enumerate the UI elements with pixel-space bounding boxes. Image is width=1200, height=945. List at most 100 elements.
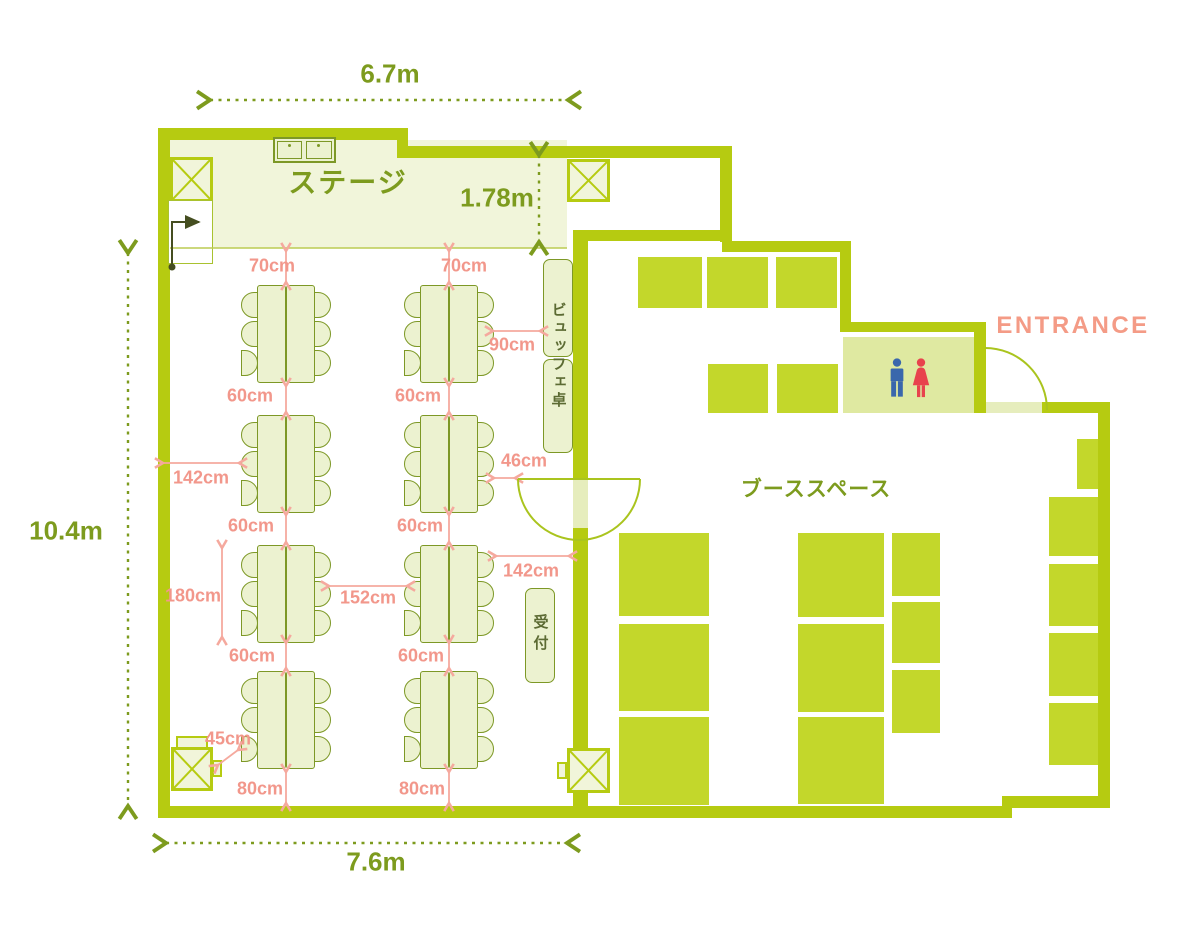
clearance-60cm-label: 60cm xyxy=(394,385,442,406)
booth-table xyxy=(1077,439,1098,489)
booth-table xyxy=(707,257,768,308)
booth-space-label: ブーススペース xyxy=(740,478,892,501)
wall-segment xyxy=(397,128,408,158)
chair xyxy=(477,552,494,578)
clearance-60cm-label: 60cm xyxy=(227,515,275,536)
sink-faucet-dot xyxy=(317,144,320,147)
booth-table xyxy=(892,602,940,663)
buffet-table-lower xyxy=(543,359,573,453)
pillar-cap xyxy=(176,736,208,749)
chair xyxy=(477,678,494,704)
chair xyxy=(404,552,421,578)
wall-segment xyxy=(840,241,851,332)
chair xyxy=(477,480,494,506)
chair xyxy=(241,678,258,704)
chair xyxy=(404,292,421,318)
clearance-152cm-label: 152cm xyxy=(339,587,397,608)
booth-table xyxy=(1049,497,1098,556)
pillar-tab xyxy=(557,762,567,779)
buffet-table-upper xyxy=(543,259,573,357)
chair xyxy=(314,321,331,347)
stage-label: ステージ xyxy=(288,167,408,198)
booth-table xyxy=(638,257,702,308)
chair xyxy=(404,707,421,733)
chair xyxy=(404,581,421,607)
booth-table xyxy=(1049,703,1098,765)
chair xyxy=(241,610,258,636)
clearance-60cm-label: 60cm xyxy=(228,645,276,666)
service-box xyxy=(168,200,213,264)
seminar-table xyxy=(286,285,315,383)
clearance-60cm-label: 60cm xyxy=(397,645,445,666)
pillar-x-icon xyxy=(570,751,607,790)
seminar-table xyxy=(257,545,286,643)
entrance-label: ENTRANCE xyxy=(996,312,1150,339)
pillar-x-icon xyxy=(174,750,210,788)
sink-icon xyxy=(306,141,332,159)
seminar-table xyxy=(286,545,315,643)
booth-table xyxy=(619,717,709,805)
chair xyxy=(241,581,258,607)
dim-bottom-width-label: 7.6m xyxy=(346,846,406,877)
chair xyxy=(241,707,258,733)
chair xyxy=(477,451,494,477)
booth-table xyxy=(619,624,709,711)
seminar-table xyxy=(257,671,286,769)
clearance-60cm-label: 60cm xyxy=(396,515,444,536)
wall-segment xyxy=(722,241,851,252)
chair xyxy=(404,422,421,448)
clearance-90cm-label: 90cm xyxy=(488,334,536,355)
seminar-table xyxy=(257,285,286,383)
dim-stage-depth-label: 1.78m xyxy=(460,182,534,213)
pillar-tab xyxy=(212,760,222,777)
seminar-table xyxy=(420,545,449,643)
chair xyxy=(477,422,494,448)
wall-segment xyxy=(158,128,408,140)
dim-top-width-label: 6.7m xyxy=(360,58,420,89)
chair xyxy=(314,292,331,318)
chair xyxy=(314,581,331,607)
stage-area xyxy=(170,140,567,248)
chair xyxy=(404,350,421,376)
wall-segment xyxy=(1002,796,1110,808)
seminar-table xyxy=(449,671,478,769)
wall-segment xyxy=(840,322,986,332)
seminar-table xyxy=(286,415,315,513)
chair xyxy=(314,480,331,506)
booth-table xyxy=(777,364,838,413)
dim-left-height-label: 10.4m xyxy=(29,515,103,546)
booth-table xyxy=(892,533,940,596)
chair xyxy=(404,451,421,477)
man-icon xyxy=(890,358,904,397)
clearance-60cm-label: 60cm xyxy=(226,385,274,406)
chair xyxy=(314,350,331,376)
chair xyxy=(477,292,494,318)
chair xyxy=(241,422,258,448)
seminar-table xyxy=(420,285,449,383)
entrance-door-threshold xyxy=(986,402,1042,413)
booth-table xyxy=(1049,564,1098,626)
pillar xyxy=(567,748,610,793)
chair xyxy=(241,350,258,376)
chair xyxy=(404,678,421,704)
pillar xyxy=(567,159,610,202)
chair xyxy=(241,552,258,578)
wall-segment xyxy=(400,146,730,158)
seminar-table xyxy=(449,545,478,643)
chair xyxy=(314,707,331,733)
reception-table xyxy=(525,588,555,683)
entrance-door-arc xyxy=(984,347,1048,411)
clearance-45cm-label: 45cm xyxy=(204,728,252,749)
sink-faucet-dot xyxy=(288,144,291,147)
chair xyxy=(314,552,331,578)
pillar xyxy=(171,747,213,791)
pillar-x-icon xyxy=(570,162,607,199)
booth-table xyxy=(798,624,884,712)
seminar-table xyxy=(449,285,478,383)
booth-table xyxy=(892,670,940,733)
seminar-table xyxy=(420,415,449,513)
wall-segment xyxy=(720,146,732,242)
sink-icon xyxy=(277,141,302,159)
chair xyxy=(477,610,494,636)
